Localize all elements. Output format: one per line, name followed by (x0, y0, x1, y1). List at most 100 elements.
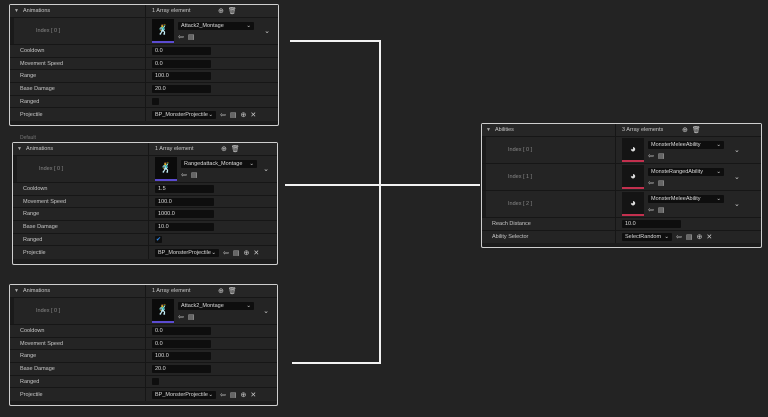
movement-speed-input[interactable]: 100.0 (155, 197, 214, 206)
montage-dropdown[interactable]: Attack2_Montage⌄ (178, 21, 254, 30)
projectile-value: BP_MonsterProjectile (158, 249, 211, 256)
collapse-triangle-icon[interactable]: ▼ (17, 146, 22, 152)
projectile-dropdown[interactable]: BP_MonsterProjectile⌄ (152, 390, 216, 399)
folder-icon[interactable]: ▤ (229, 391, 237, 399)
chevron-down-icon: ⌄ (208, 111, 213, 118)
connector-line (379, 40, 381, 364)
montage-thumbnail[interactable]: 🕺 (152, 19, 174, 43)
folder-icon[interactable]: ▤ (187, 313, 195, 321)
add-circle-icon[interactable]: ⊕ (240, 111, 247, 119)
movement-speed-input[interactable]: 0.0 (152, 339, 211, 348)
arrow-left-circle-icon[interactable]: ⇦ (648, 179, 654, 187)
chevron-down-icon: ⌄ (716, 141, 721, 148)
montage-thumbnail[interactable]: 🕺 (155, 157, 177, 181)
arrow-left-circle-icon[interactable]: ⇦ (676, 234, 682, 242)
folder-icon[interactable]: ▤ (187, 33, 195, 41)
base-damage-input[interactable]: 10.0 (155, 222, 214, 231)
close-icon[interactable]: ✕ (250, 391, 257, 399)
base-damage-input[interactable]: 20.0 (152, 84, 211, 93)
projectile-dropdown[interactable]: BP_MonsterProjectile⌄ (155, 248, 219, 257)
chevron-down-icon[interactable]: ⌄ (264, 28, 270, 35)
ranged-label: Ranged (23, 236, 43, 243)
folder-icon[interactable]: ▤ (232, 249, 240, 257)
add-circle-icon[interactable]: ⊕ (243, 249, 250, 257)
folder-icon[interactable]: ▤ (657, 206, 665, 214)
movement-speed-input[interactable]: 0.0 (152, 59, 211, 68)
montage-dropdown[interactable]: Rangedattack_Montage⌄ (181, 159, 257, 168)
base-damage-label: Base Damage (20, 365, 55, 372)
ranged-checkbox[interactable]: ✔ (155, 236, 162, 244)
range-input[interactable]: 100.0 (152, 72, 211, 81)
trash-icon[interactable]: 🗑 (227, 288, 237, 295)
folder-icon[interactable]: ▤ (657, 152, 665, 160)
add-circle-icon[interactable]: ⊕ (218, 288, 224, 295)
projectile-label: Projectile (20, 391, 43, 398)
arrow-left-circle-icon[interactable]: ⇦ (648, 206, 654, 214)
chevron-down-icon[interactable]: ⌄ (263, 166, 269, 173)
add-circle-icon[interactable]: ⊕ (240, 391, 247, 399)
arrow-left-circle-icon[interactable]: ⇦ (178, 33, 184, 41)
animations-label: Animations (22, 288, 51, 294)
add-circle-icon[interactable]: ⊕ (218, 8, 224, 15)
chevron-down-icon[interactable]: ⌄ (734, 147, 740, 154)
arrow-left-circle-icon[interactable]: ⇦ (648, 152, 654, 160)
close-icon[interactable]: ✕ (253, 249, 260, 257)
arrow-left-circle-icon[interactable]: ⇦ (220, 111, 226, 119)
chevron-down-icon[interactable]: ⌄ (734, 174, 740, 181)
ability-selector-dropdown[interactable]: SelectRandom⌄ (622, 233, 672, 242)
cooldown-input[interactable]: 1.5 (155, 184, 214, 193)
ability-thumbnail[interactable]: ◕ (622, 138, 644, 162)
cooldown-input[interactable]: 0.0 (152, 46, 211, 55)
add-circle-icon[interactable]: ⊕ (682, 127, 688, 134)
projectile-label: Projectile (20, 111, 43, 118)
folder-icon[interactable]: ▤ (190, 171, 198, 179)
folder-icon[interactable]: ▤ (229, 111, 237, 119)
ability-dropdown[interactable]: MonsterMeleeAbility⌄ (648, 140, 724, 149)
chevron-down-icon[interactable]: ⌄ (734, 201, 740, 208)
arrow-left-circle-icon[interactable]: ⇦ (223, 249, 229, 257)
ranged-checkbox[interactable] (152, 378, 159, 386)
trash-icon[interactable]: 🗑 (691, 127, 701, 134)
trash-icon[interactable]: 🗑 (230, 146, 240, 153)
projectile-dropdown[interactable]: BP_MonsterProjectile⌄ (152, 110, 216, 119)
close-icon[interactable]: ✕ (250, 111, 257, 119)
collapse-triangle-icon[interactable]: ▼ (486, 127, 491, 133)
folder-icon[interactable]: ▤ (685, 234, 693, 242)
ranged-checkbox[interactable] (152, 98, 159, 106)
index-label: Index [ 2 ] (508, 201, 533, 207)
ranged-row: Ranged (10, 375, 277, 389)
folder-icon[interactable]: ▤ (657, 179, 665, 187)
movement-speed-label: Movement Speed (23, 198, 67, 205)
trash-icon[interactable]: 🗑 (227, 8, 237, 15)
arrow-left-circle-icon[interactable]: ⇦ (220, 391, 226, 399)
ability-dropdown[interactable]: MonsteRangedAbility⌄ (648, 167, 724, 176)
chevron-down-icon[interactable]: ⌄ (263, 308, 269, 315)
arrow-left-circle-icon[interactable]: ⇦ (181, 171, 187, 179)
arrow-left-circle-icon[interactable]: ⇦ (178, 313, 184, 321)
add-circle-icon[interactable]: ⊕ (696, 234, 703, 242)
ability-thumbnail[interactable]: ◕ (622, 192, 644, 216)
ability-thumbnail[interactable]: ◕ (622, 165, 644, 189)
collapse-triangle-icon[interactable]: ▼ (14, 8, 19, 14)
range-input[interactable]: 1000.0 (155, 210, 214, 219)
range-input[interactable]: 100.0 (152, 352, 211, 361)
reach-distance-input[interactable]: 10.0 (622, 219, 681, 228)
close-icon[interactable]: ✕ (706, 234, 713, 242)
connector-line (285, 184, 480, 186)
ability-dropdown[interactable]: MonsterMeleeAbility⌄ (648, 194, 724, 203)
cooldown-input[interactable]: 0.0 (152, 326, 211, 335)
add-circle-icon[interactable]: ⊕ (221, 146, 227, 153)
collapse-triangle-icon[interactable]: ▼ (14, 288, 19, 294)
projectile-row: Projectile BP_MonsterProjectile⌄ ⇦▤⊕✕ (10, 388, 277, 402)
montage-dropdown[interactable]: Attack2_Montage⌄ (178, 301, 254, 310)
ability-value: MonsterMeleeAbility (651, 195, 701, 202)
montage-thumbnail[interactable]: 🕺 (152, 299, 174, 323)
base-damage-input[interactable]: 20.0 (152, 364, 211, 373)
